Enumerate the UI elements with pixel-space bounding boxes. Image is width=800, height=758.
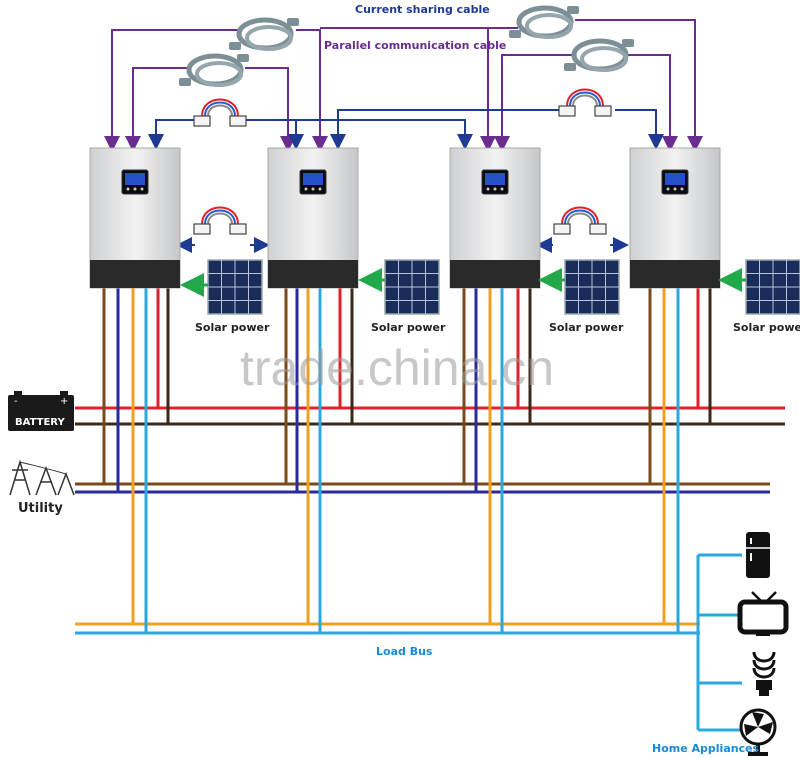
inverter-1 [89, 147, 181, 289]
splitter-icon [193, 98, 247, 127]
current-sharing-cable-label: Current sharing cable [355, 3, 490, 16]
purple-cables [104, 19, 703, 152]
solar-label: Solar power [549, 321, 624, 334]
splitter-icon [558, 88, 612, 117]
load-bus-label: Load Bus [376, 645, 433, 658]
inverter-4 [629, 147, 721, 289]
splitter-icon [553, 206, 607, 235]
splitter-icon [193, 206, 247, 235]
solar-label: Solar power [371, 321, 446, 334]
fan-icon [739, 708, 777, 756]
solar-label: Solar power [733, 321, 800, 334]
bus-lines [75, 406, 785, 635]
inverter-3 [449, 147, 541, 289]
solar-arrows [180, 268, 746, 297]
inverter-wiring [102, 288, 712, 633]
lightbulb-icon [752, 651, 776, 696]
svg-text:+: + [60, 396, 68, 407]
tv-icon [737, 591, 789, 636]
battery-icon: - + [8, 391, 74, 431]
refrigerator-icon [746, 532, 770, 578]
appliance-wiring [696, 553, 742, 732]
parallel-cable-icon [179, 54, 249, 86]
watermark-text: trade.china.cn [240, 340, 554, 396]
current-sharing-cable-icon [509, 6, 579, 38]
solar-panel-icon [564, 259, 620, 315]
inverter-2 [267, 147, 359, 289]
parallel-cable-icon [564, 39, 634, 71]
home-appliances-label: Home Appliances [652, 742, 760, 755]
battery-label: BATTERY [15, 417, 65, 428]
svg-text:-: - [14, 396, 18, 407]
utility-tower-icon [9, 459, 75, 496]
parallel-comm-cable-label: Parallel communication cable [324, 39, 506, 52]
solar-label: Solar power [195, 321, 270, 334]
blue-comm-cables [148, 109, 664, 253]
current-sharing-cable-icon [229, 18, 299, 50]
solar-panel-icon [384, 259, 440, 315]
utility-label: Utility [18, 501, 63, 516]
solar-panel-icon [207, 259, 263, 315]
solar-panel-icon [745, 259, 800, 315]
